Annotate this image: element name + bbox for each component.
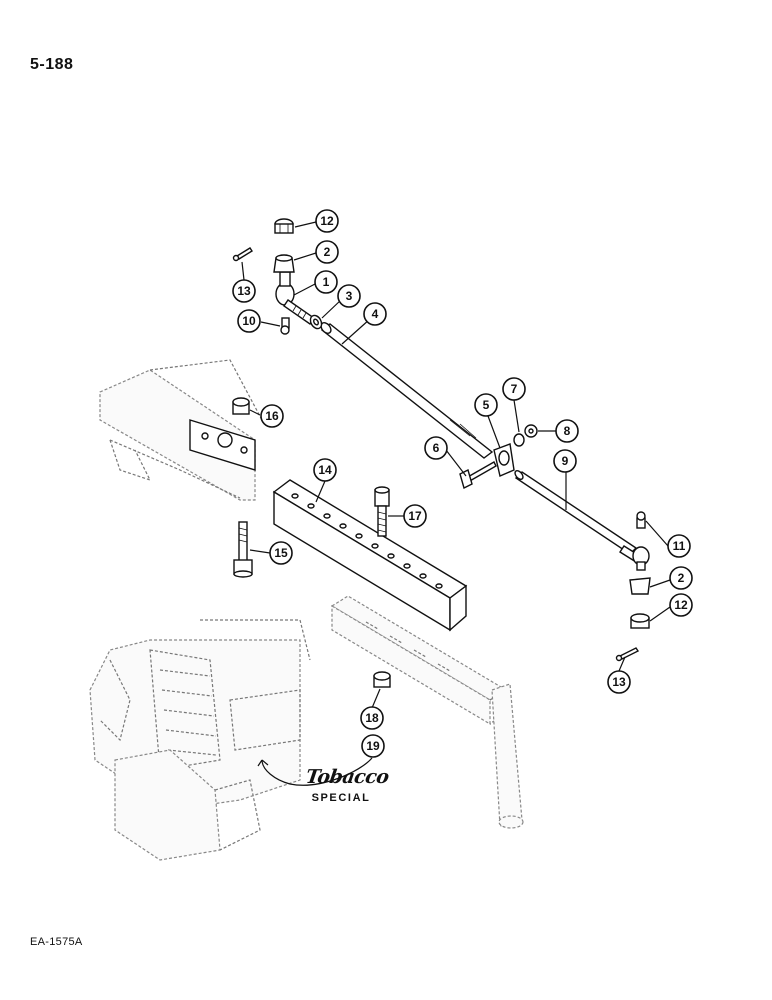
nut-18 xyxy=(373,671,391,688)
ball-joint-upper xyxy=(275,271,315,325)
castle-nut-upper xyxy=(274,218,294,234)
cotter-pin-upper xyxy=(232,247,253,262)
ball-joint-lower xyxy=(619,511,650,571)
callout-13-lower: 13 xyxy=(607,670,631,694)
callout-15: 15 xyxy=(269,541,293,565)
callout-14: 14 xyxy=(313,458,337,482)
callout-11: 11 xyxy=(667,534,691,558)
page-number: 5-188 xyxy=(30,56,74,73)
svg-text:18: 18 xyxy=(365,711,379,725)
svg-text:11: 11 xyxy=(673,539,686,553)
clamp-5 xyxy=(493,443,515,477)
svg-text:13: 13 xyxy=(612,675,626,689)
dust-boot-lower xyxy=(629,577,651,595)
bolt-17 xyxy=(374,486,390,537)
tie-rod-upper xyxy=(320,322,494,459)
bolt-15 xyxy=(233,521,253,578)
callout-3: 3 xyxy=(337,284,361,308)
svg-text:5: 5 xyxy=(483,398,490,412)
tobacco-special-bar-ghost xyxy=(330,595,524,829)
svg-text:13: 13 xyxy=(237,284,251,298)
callout-17: 17 xyxy=(403,504,427,528)
svg-text:2: 2 xyxy=(324,245,331,259)
svg-text:19: 19 xyxy=(366,739,380,753)
callout-7: 7 xyxy=(502,377,526,401)
callout-9: 9 xyxy=(553,449,577,473)
callout-2-upper: 2 xyxy=(315,240,339,264)
svg-text:4: 4 xyxy=(372,307,379,321)
svg-text:7: 7 xyxy=(511,382,518,396)
svg-text:16: 16 xyxy=(265,409,279,423)
castle-nut-lower xyxy=(630,613,650,629)
nut-8 xyxy=(524,424,538,438)
callout-4: 4 xyxy=(363,302,387,326)
callout-1: 1 xyxy=(314,270,338,294)
tie-rod-lower xyxy=(514,470,638,555)
callout-12-upper: 12 xyxy=(315,209,339,233)
svg-text:12: 12 xyxy=(320,214,334,228)
grease-fitting-10 xyxy=(280,317,290,335)
svg-text:15: 15 xyxy=(274,546,288,560)
svg-text:10: 10 xyxy=(242,314,256,328)
svg-text:3: 3 xyxy=(346,289,353,303)
svg-text:17: 17 xyxy=(408,509,422,523)
leader-lines xyxy=(241,221,671,786)
front-axle-ghost xyxy=(99,359,263,501)
adjustment-bar-holes xyxy=(291,493,443,589)
tobacco-special-label: SPECIAL xyxy=(311,792,371,804)
front-weight-ghost xyxy=(89,619,311,861)
figure-code: EA-1575A xyxy=(30,936,83,948)
svg-text:14: 14 xyxy=(318,463,332,477)
svg-text:2: 2 xyxy=(678,571,685,585)
svg-text:1: 1 xyxy=(323,275,330,289)
callout-6: 6 xyxy=(424,436,448,460)
callout-8: 8 xyxy=(555,419,579,443)
bolt-6 xyxy=(459,461,497,490)
adjustment-bar xyxy=(272,479,468,632)
svg-text:12: 12 xyxy=(674,598,688,612)
dust-boot-upper xyxy=(273,254,295,273)
spacer-7 xyxy=(513,433,525,447)
svg-text:8: 8 xyxy=(564,424,571,438)
callout-18: 18 xyxy=(360,706,384,730)
callout-19: 19 xyxy=(361,734,385,758)
callout-5: 5 xyxy=(474,393,498,417)
jam-nut-3 xyxy=(309,314,323,330)
svg-text:9: 9 xyxy=(562,454,569,468)
nut-16 xyxy=(232,397,250,415)
svg-text:6: 6 xyxy=(433,441,440,455)
cotter-pin-lower xyxy=(615,647,640,662)
tobacco-script-label: Tobacco xyxy=(304,766,391,788)
callout-10: 10 xyxy=(237,309,261,333)
callout-2-lower: 2 xyxy=(669,566,693,590)
callout-12-lower: 12 xyxy=(669,593,693,617)
callout-13-upper: 13 xyxy=(232,279,256,303)
callout-16: 16 xyxy=(260,404,284,428)
